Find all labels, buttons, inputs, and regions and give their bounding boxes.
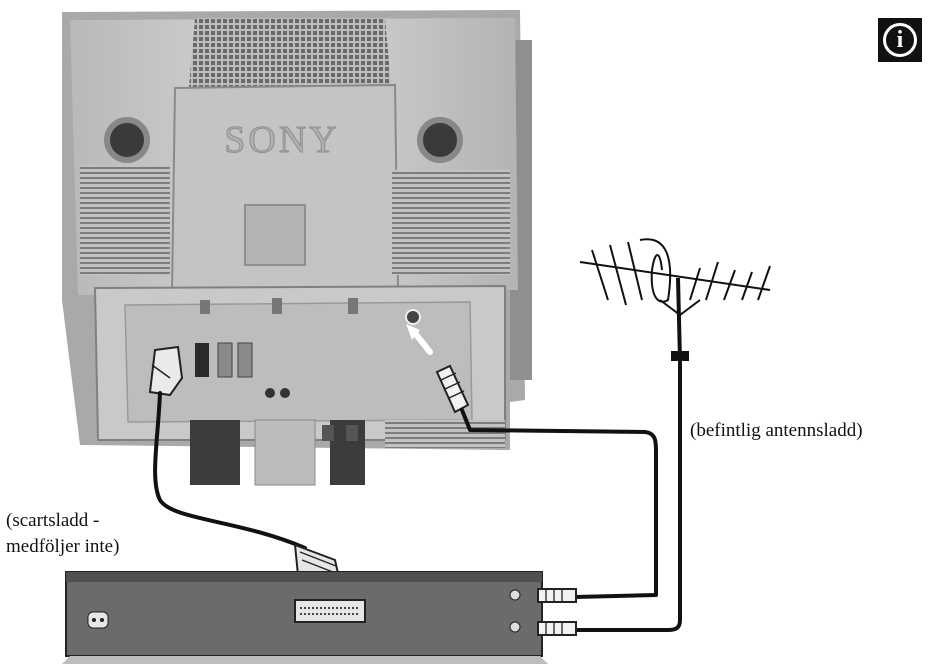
recorder-top-edge xyxy=(66,572,542,582)
tv-jack-1 xyxy=(265,388,275,398)
left-vent xyxy=(80,165,170,275)
tv-scart-socket-1 xyxy=(195,343,209,377)
tv-bottom-jack-1 xyxy=(322,425,334,441)
scart-cable-label-line-2: medföljer inte) xyxy=(6,534,119,560)
tv-antenna-socket xyxy=(406,310,420,324)
panel-clip-1 xyxy=(200,300,210,314)
left-speaker-hole xyxy=(107,120,147,160)
info-icon: i xyxy=(878,18,922,62)
tv-brand-logo: SONY xyxy=(224,119,339,161)
rf-plug-out xyxy=(538,589,576,602)
right-vent xyxy=(392,170,510,275)
tv-foot-center xyxy=(255,420,315,485)
panel-clip-2 xyxy=(272,298,282,314)
recorder-device xyxy=(62,572,576,664)
scart-cable-label-line-1: (scartsladd - xyxy=(6,508,119,534)
rf-plug-in xyxy=(538,622,576,635)
tv-scart-socket-3 xyxy=(238,343,252,377)
panel-clip-3 xyxy=(348,298,358,314)
recorder-rf-in xyxy=(510,622,520,632)
recorder-base xyxy=(62,656,548,664)
bottom-vent xyxy=(385,420,505,448)
tv-scart-socket-2 xyxy=(218,343,232,377)
right-speaker-hole xyxy=(420,120,460,160)
antenna-cable-existing xyxy=(575,360,680,630)
antenna-icon xyxy=(580,239,770,360)
antenna-cable-label: (befintlig antennsladd) xyxy=(690,418,863,444)
recorder-scart-socket xyxy=(295,600,365,622)
center-plate xyxy=(245,205,305,265)
power-socket-icon xyxy=(88,612,108,628)
tv-foot-left xyxy=(190,420,240,485)
recorder-rf-out xyxy=(510,590,520,600)
scart-cable-label: (scartsladd - medföljer inte) xyxy=(6,508,119,560)
info-icon-ring: i xyxy=(883,23,917,57)
tv-bottom-jack-2 xyxy=(346,425,358,441)
tv-jack-2 xyxy=(280,388,290,398)
info-icon-glyph: i xyxy=(897,28,904,52)
